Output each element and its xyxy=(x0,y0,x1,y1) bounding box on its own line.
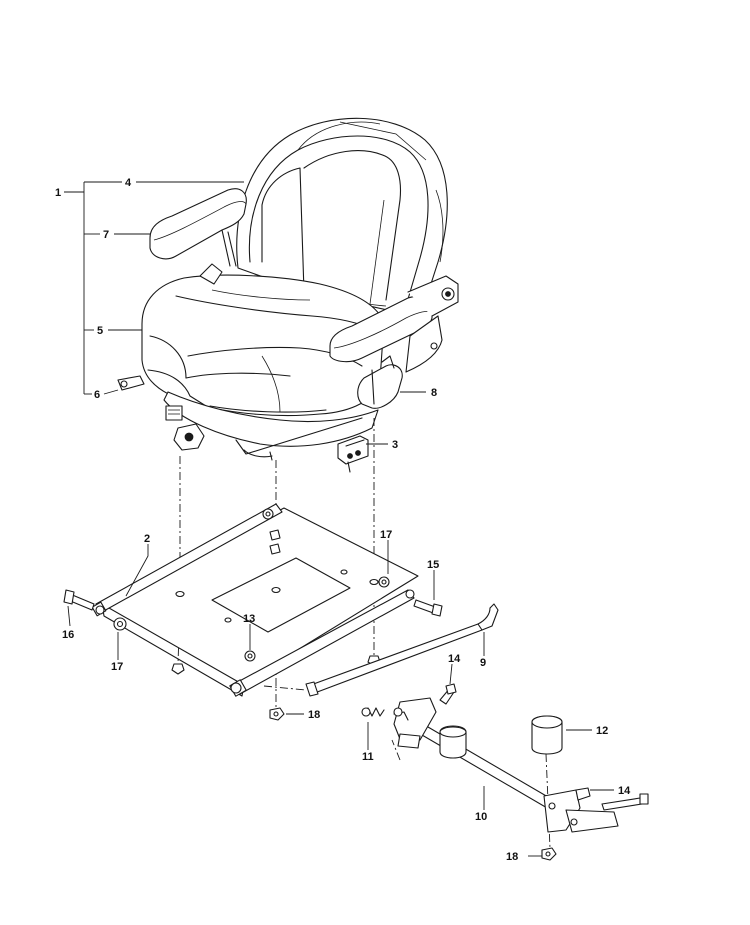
callout-7: 7 xyxy=(103,229,109,241)
callout-16: 16 xyxy=(62,629,74,641)
left-armrest xyxy=(149,188,247,267)
callout-17-right: 17 xyxy=(380,529,392,541)
callout-15: 15 xyxy=(427,559,439,571)
seat-rails xyxy=(91,503,415,697)
callout-13: 13 xyxy=(243,613,255,625)
seat-pan xyxy=(163,391,379,461)
seat-linkage-bar xyxy=(393,683,649,833)
seat-assembly xyxy=(117,117,459,461)
leader-lines xyxy=(64,181,614,857)
seat-backrest xyxy=(236,117,448,319)
fasteners xyxy=(63,508,443,721)
callout-4: 4 xyxy=(125,177,132,189)
rear-knob xyxy=(199,263,223,285)
callout-9: 9 xyxy=(480,657,486,669)
callout-1: 1 xyxy=(55,187,61,199)
right-armrest xyxy=(329,275,459,373)
bottom-nut xyxy=(541,847,557,861)
callout-17-left: 17 xyxy=(111,661,123,673)
spring xyxy=(361,707,385,717)
callout-2: 2 xyxy=(144,533,150,545)
seat-switch-boot xyxy=(531,715,563,755)
callout-18-top: 18 xyxy=(308,709,320,721)
callout-18-bottom: 18 xyxy=(506,851,518,863)
callouts: 1 4 7 5 6 8 3 2 17 15 16 17 13 9 14 18 1… xyxy=(55,177,631,863)
callout-11: 11 xyxy=(362,751,374,763)
seat-switch xyxy=(337,435,369,473)
seat-adjust-lever xyxy=(117,375,145,391)
callout-5: 5 xyxy=(97,325,103,337)
callout-10: 10 xyxy=(475,811,487,823)
callout-12: 12 xyxy=(596,725,608,737)
seat-switch-cylinder xyxy=(357,355,403,409)
callout-6: 6 xyxy=(94,389,100,401)
connecting-rod xyxy=(305,603,499,697)
callout-8: 8 xyxy=(431,387,437,399)
callout-14-right: 14 xyxy=(618,785,631,797)
callout-3: 3 xyxy=(392,439,398,451)
callout-14-top: 14 xyxy=(448,653,461,665)
adjust-knob xyxy=(173,423,205,451)
